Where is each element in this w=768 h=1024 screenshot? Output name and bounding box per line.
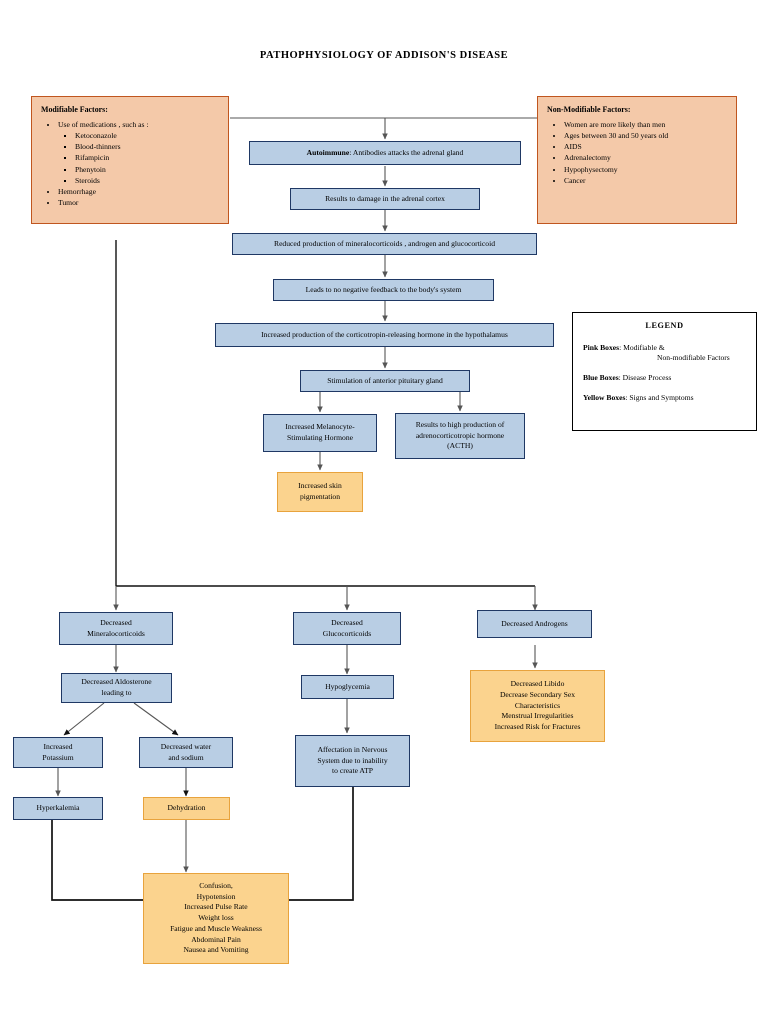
legend-row-yellow: Yellow Boxes: Signs and Symptoms xyxy=(583,393,746,404)
non-modifiable-factors-box: Non-Modifiable Factors: Women are more l… xyxy=(537,96,737,224)
node-autoimmune-rest: : Antibodies attacks the adrenal gland xyxy=(349,147,464,157)
modifiable-factors-heading: Modifiable Factors: xyxy=(41,105,108,114)
legend-row-blue: Blue Boxes: Disease Process xyxy=(583,373,746,384)
list-item: Cancer xyxy=(564,175,727,186)
node-androgen-symptoms: Decreased Libido Decrease Secondary Sex … xyxy=(470,670,605,742)
list-item: Ages between 30 and 50 years old xyxy=(564,130,727,141)
node-autoimmune: Autoimmune: Antibodies attacks the adren… xyxy=(249,141,521,165)
list-item: Use of medications , such as : Ketoconaz… xyxy=(58,119,219,185)
legend-box: LEGEND Pink Boxes: Modifiable & Non-modi… xyxy=(572,312,757,431)
legend-term-yellow: Yellow Boxes xyxy=(583,392,626,402)
legend-cont-pink: Non-modifiable Factors xyxy=(657,353,730,363)
page-title: PATHOPHYSIOLOGY OF ADDISON'S DISEASE xyxy=(259,50,509,61)
legend-row-pink: Pink Boxes: Modifiable & Non-modifiable … xyxy=(583,343,746,364)
legend-desc-pink: : Modifiable & xyxy=(619,342,665,352)
list-item: Phenytoin xyxy=(75,164,219,175)
list-item: Steroids xyxy=(75,175,219,186)
node-skin-pigmentation: Increased skin pigmentation xyxy=(277,472,363,512)
list-item: Ketoconazole xyxy=(75,130,219,141)
node-decreased-water-sodium: Decreased water and sodium xyxy=(139,737,233,768)
node-nervous-system-affectation: Affectation in Nervous System due to ina… xyxy=(295,735,410,787)
node-acth: Results to high production of adrenocort… xyxy=(395,413,525,459)
node-decreased-mineralocorticoids: Decreased Mineralocorticoids xyxy=(59,612,173,645)
node-increased-crh: Increased production of the corticotropi… xyxy=(215,323,554,347)
modifiable-factors-list: Use of medications , such as : Ketoconaz… xyxy=(41,119,219,208)
node-decreased-aldosterone: Decreased Aldosterone leading to xyxy=(61,673,172,703)
node-increased-potassium: Increased Potassium xyxy=(13,737,103,768)
list-item-label: Use of medications , such as : xyxy=(58,120,149,130)
node-reduced-production: Reduced production of mineralocorticoids… xyxy=(232,233,537,255)
node-adrenal-cortex: Results to damage in the adrenal cortex xyxy=(290,188,480,210)
node-hypoglycemia: Hypoglycemia xyxy=(301,675,394,699)
list-item: Women are more likely than men xyxy=(564,119,727,130)
legend-desc-yellow: : Signs and Symptoms xyxy=(625,392,694,402)
medication-sublist: Ketoconazole Blood-thinners Rifampicin P… xyxy=(58,130,219,185)
modifiable-factors-box: Modifiable Factors: Use of medications ,… xyxy=(31,96,229,224)
list-item: Tumor xyxy=(58,197,219,208)
list-item: Blood-thinners xyxy=(75,141,219,152)
list-item: Hemorrhage xyxy=(58,186,219,197)
list-item: Hypophysectomy xyxy=(564,164,727,175)
non-modifiable-factors-list: Women are more likely than men Ages betw… xyxy=(547,119,727,185)
node-no-negative-feedback: Leads to no negative feedback to the bod… xyxy=(273,279,494,301)
node-autoimmune-bold: Autoimmune xyxy=(306,147,350,157)
node-general-symptoms: Confusion, Hypotension Increased Pulse R… xyxy=(143,873,289,964)
list-item: Adrenalectomy xyxy=(564,152,727,163)
node-pituitary-stimulation: Stimulation of anterior pituitary gland xyxy=(300,370,470,392)
node-dehydration: Dehydration xyxy=(143,797,230,820)
non-modifiable-factors-heading: Non-Modifiable Factors: xyxy=(547,105,631,114)
list-item: AIDS xyxy=(564,141,727,152)
node-autoimmune-text: Autoimmune: Antibodies attacks the adren… xyxy=(307,148,464,159)
legend-term-pink: Pink Boxes xyxy=(583,342,620,352)
legend-title: LEGEND xyxy=(645,321,684,330)
legend-term-blue: Blue Boxes xyxy=(583,372,619,382)
node-decreased-glucocorticoids: Decreased Glucocorticoids xyxy=(293,612,401,645)
node-decreased-androgens: Decreased Androgens xyxy=(477,610,592,638)
legend-desc-blue: : Disease Process xyxy=(618,372,672,382)
node-hyperkalemia: Hyperkalemia xyxy=(13,797,103,820)
list-item: Rifampicin xyxy=(75,152,219,163)
node-increased-msh: Increased Melanocyte- Stimulating Hormon… xyxy=(263,414,377,452)
